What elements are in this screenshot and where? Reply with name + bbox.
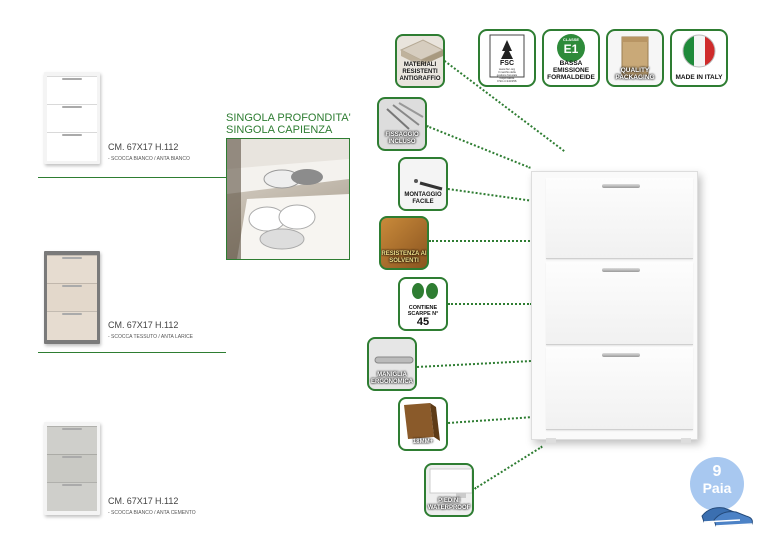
variant-spec: CM. 67X17 H.112 - SCOCCA TESSUTO / ANTA … <box>108 320 193 342</box>
main-cabinet[interactable] <box>531 171 698 443</box>
dims-prefix: CM. <box>108 320 125 330</box>
depth-caption-line1: SINGOLA PROFONDITA' <box>226 112 351 124</box>
height: 112 <box>164 320 179 330</box>
capacity-badge: 9 Paia <box>690 457 744 511</box>
feature-label: 18MM+ <box>412 439 434 445</box>
handle-icon <box>374 356 414 364</box>
footprints-icon <box>412 283 438 299</box>
cert-e1: CLASSE E1 BASSA EMISSIONE FORMALDEIDE <box>542 29 600 87</box>
cert-packaging: QUALITY PACKAGING <box>606 29 664 87</box>
variant-larice-cabinet[interactable] <box>44 251 100 344</box>
connector <box>448 303 532 305</box>
screwdriver-icon <box>414 179 443 191</box>
feature-label: FISSAGGIO INCLUSO <box>385 132 419 145</box>
feature-label: MATERIALI RESISTENTI ANTIGRAFFIO <box>399 62 441 82</box>
cert-fsc: FSC www.fsc.org Il marchio della gestion… <box>478 29 536 87</box>
capacity-number: 9 <box>712 463 722 480</box>
fsc-code: FSC-C143156 <box>497 79 517 83</box>
feature-fissaggio: FISSAGGIO INCLUSO <box>377 97 427 151</box>
connector <box>474 445 543 490</box>
feature-montaggio: MONTAGGIO FACILE <box>398 157 448 211</box>
board-edge-icon <box>404 403 440 441</box>
finish: - SCOCCA BIANCO / ANTA CEMENTO <box>108 510 196 516</box>
height: 112 <box>164 496 179 506</box>
feature-scarpe: CONTIENE SCARPE N° 45 <box>398 277 448 331</box>
variant-cemento-cabinet[interactable] <box>44 422 100 515</box>
dims: 67X17 <box>126 320 153 330</box>
door-handle[interactable] <box>602 268 640 272</box>
finish: - SCOCCA TESSUTO / ANTA LARICE <box>108 334 194 340</box>
dims-prefix: CM. <box>108 142 125 152</box>
feature-solventi: RESISTENZA AI SOLVENTI <box>379 216 429 270</box>
wood-board-icon <box>399 39 443 66</box>
depth-caption-line2: SINGOLA CAPIENZA <box>226 124 333 136</box>
dims-prefix: CM. <box>108 496 125 506</box>
height-prefix: H. <box>155 320 164 330</box>
fsc-url: www.fsc.org <box>498 67 516 71</box>
connector <box>429 240 533 242</box>
screws-icon <box>386 102 424 130</box>
feature-maniglia: MANIGLIA ERGONOMICA <box>367 337 417 391</box>
feature-label: MONTAGGIO FACILE <box>404 192 442 205</box>
fsc-title: FSC <box>500 60 514 67</box>
feature-label: CONTIENE SCARPE N° <box>407 305 439 317</box>
box-icon <box>621 36 649 78</box>
cert-italy: MADE IN ITALY <box>670 29 728 87</box>
feature-label: RESISTENZA AI SOLVENTI <box>381 251 427 264</box>
cabinet-door-top[interactable] <box>546 178 693 259</box>
capacity-unit: Paia <box>702 480 732 496</box>
feature-piedini: PIEDINI WATERPROOF <box>424 463 474 517</box>
finish: - SCOCCA BIANCO / ANTA BIANCO <box>108 156 190 162</box>
dims: 67X17 <box>126 496 153 506</box>
connector <box>447 188 530 202</box>
cert-label: BASSA EMISSIONE FORMALDEIDE <box>547 60 595 81</box>
feature-label: PIEDINI WATERPROOF <box>427 498 471 511</box>
italy-flag-icon <box>682 34 716 68</box>
feature-antigraffio: MATERIALI RESISTENTI ANTIGRAFFIO <box>395 34 445 88</box>
variant-white-cabinet[interactable] <box>44 72 100 164</box>
shoes-photo[interactable] <box>226 138 350 260</box>
e1-badge-text: E1 <box>563 42 579 56</box>
height: 112 <box>164 142 179 152</box>
dims: 67X17 <box>126 142 153 152</box>
feature-spessore: 18MM+ <box>398 397 448 451</box>
e1-badge-top: CLASSE <box>562 37 580 42</box>
cert-label: QUALITY PACKAGING <box>615 67 655 81</box>
connector <box>448 416 534 424</box>
variant-spec: CM. 67X17 H.112 - SCOCCA BIANCO / ANTA B… <box>108 142 190 164</box>
shoes-illustration <box>227 139 349 259</box>
variant-spec: CM. 67X17 H.112 - SCOCCA BIANCO / ANTA C… <box>108 496 196 518</box>
cert-label: MADE IN ITALY <box>675 74 723 81</box>
divider <box>38 177 226 178</box>
height-prefix: H. <box>155 142 164 152</box>
sneakers-icon <box>701 507 753 527</box>
cabinet-door-bottom[interactable] <box>546 347 693 430</box>
divider <box>38 352 226 353</box>
cabinet-foot <box>681 438 691 443</box>
fsc-note: Il marchio della gestione forestale resp… <box>496 71 518 80</box>
cabinet-foot-icon <box>429 468 472 498</box>
door-handle[interactable] <box>602 353 640 357</box>
feature-label: MANIGLIA ERGONOMICA <box>371 372 413 385</box>
capacity-value: 45 <box>416 316 430 328</box>
height-prefix: H. <box>155 496 164 506</box>
depth-caption: SINGOLA PROFONDITA' SINGOLA CAPIENZA <box>226 112 351 136</box>
cabinet-door-middle[interactable] <box>546 262 693 345</box>
fsc-tree-icon <box>489 34 525 78</box>
cabinet-foot <box>546 438 556 443</box>
e1-badge-icon <box>557 34 585 62</box>
door-handle[interactable] <box>602 184 640 188</box>
